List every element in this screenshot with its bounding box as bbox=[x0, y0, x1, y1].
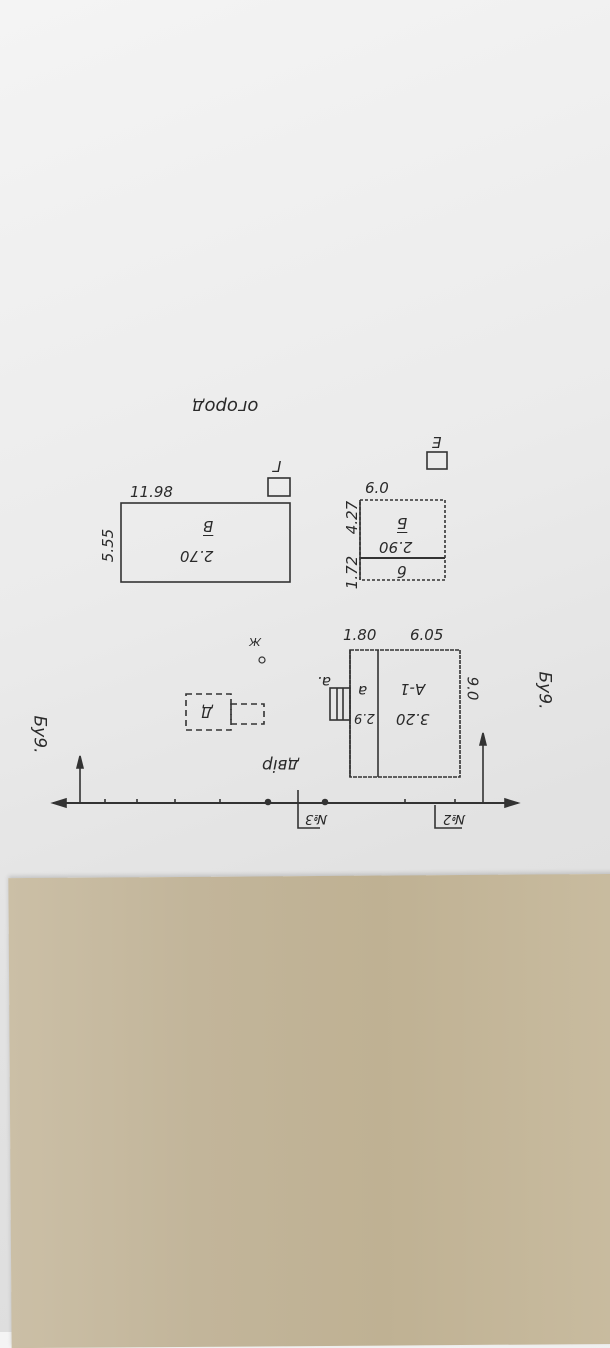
shed-e-label: Е bbox=[432, 433, 442, 451]
garden-label: огород bbox=[192, 396, 259, 417]
structure-d-annex bbox=[230, 703, 265, 725]
building-b-length: 6.0 bbox=[365, 479, 389, 497]
gate-2-marker bbox=[434, 805, 462, 829]
building-v-outline bbox=[120, 502, 291, 583]
structure-d-outline bbox=[185, 693, 232, 731]
building-b-height: 2.90 bbox=[379, 538, 413, 556]
gate-2-label: №2 bbox=[443, 811, 465, 826]
building-v-height: 2.70 bbox=[180, 547, 214, 565]
street-ticks bbox=[104, 799, 456, 803]
well-label: Ж bbox=[249, 635, 261, 648]
building-v-width: 5.55 bbox=[99, 528, 118, 563]
shed-g-label: Г bbox=[273, 457, 282, 475]
gate-3-marker bbox=[297, 790, 320, 829]
yard-label: двір bbox=[262, 755, 300, 775]
building-a-depth: 9.0 bbox=[463, 676, 482, 701]
building-v-letter: В bbox=[203, 517, 214, 535]
building-b-letter: Б bbox=[397, 514, 408, 532]
building-a-length: 6.05 bbox=[410, 626, 444, 644]
porch-steps bbox=[329, 687, 351, 721]
building-b-width-main: 4.27 bbox=[343, 500, 362, 535]
shed-e-outline bbox=[426, 451, 448, 470]
building-b-width-annex: 1.72 bbox=[343, 555, 362, 590]
shed-g-outline bbox=[267, 477, 291, 497]
structure-d-label: Д bbox=[201, 703, 213, 721]
building-a-annex-width: 1.80 bbox=[343, 626, 377, 644]
neighbor-right-label: Бу9. bbox=[534, 671, 555, 710]
gate-3-label: №3 bbox=[305, 811, 327, 826]
building-b-annex-letter: б bbox=[397, 562, 407, 580]
building-a-annex-letter: а bbox=[358, 682, 368, 700]
building-v-length: 11.98 bbox=[130, 483, 173, 501]
neighbor-left-label: Бу9. bbox=[29, 715, 50, 754]
building-a-letter: А-1 bbox=[400, 680, 426, 698]
building-a-annex-height: 2.9 bbox=[354, 710, 375, 725]
porch-label: а. bbox=[317, 673, 331, 691]
building-a-height: 3.20 bbox=[396, 710, 430, 728]
